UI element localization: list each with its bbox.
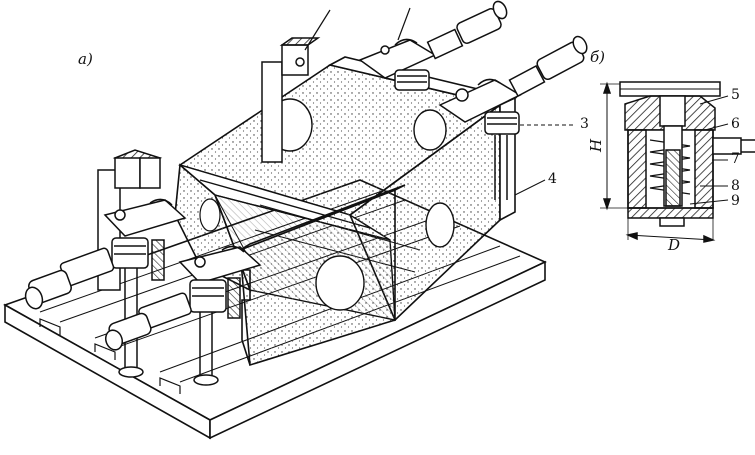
support-post-back-left	[261, 9, 331, 163]
dimension-diameter-label: D	[668, 236, 681, 254]
dimension-height-label: H	[587, 138, 606, 153]
callout-3: 3	[580, 116, 589, 132]
clamp-front-middle	[104, 245, 262, 386]
callout-8: 8	[731, 178, 740, 194]
callout-6: 6	[731, 116, 740, 132]
callout-9: 9	[731, 193, 740, 209]
callout-4: 4	[548, 171, 557, 187]
support-section-view	[600, 81, 755, 243]
clamp-right	[438, 35, 588, 200]
clamp-front-left	[24, 198, 187, 378]
callout-7: 7	[731, 151, 740, 167]
panel-label-b: б)	[590, 48, 606, 66]
callout-5: 5	[731, 87, 740, 103]
workpiece-front-wall	[239, 184, 406, 367]
callout-leaders-a	[514, 124, 575, 196]
panel-label-a: а)	[78, 50, 93, 68]
clamp-back-right	[358, 0, 508, 91]
